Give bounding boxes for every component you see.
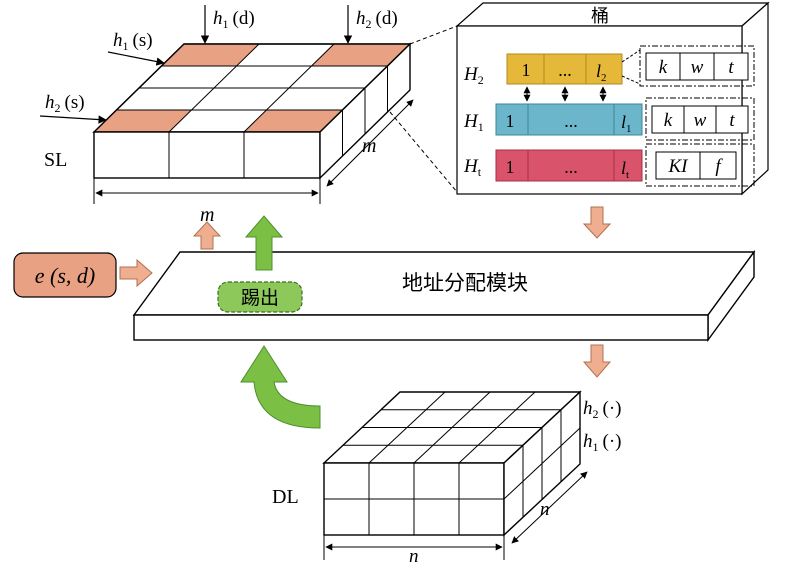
sl-grid-lines xyxy=(116,43,388,133)
sl-cell-h1d-h2s-back xyxy=(161,44,259,66)
bucket-row-h2: H2 1 ... l2 k w t xyxy=(463,45,755,87)
h1s-arrow xyxy=(107,51,165,66)
h2-first-slot: 1 xyxy=(522,60,531,80)
bucket-row-ht: Ht 1 ... lt KI f xyxy=(463,143,755,187)
h2-dots: ... xyxy=(558,60,572,80)
dl-depth-label: n xyxy=(540,499,550,520)
h1-fields-group xyxy=(645,97,755,141)
h1-dots: ... xyxy=(564,111,578,131)
module-to-dl-arrow xyxy=(582,344,612,378)
input-edge-label: e (s, d) xyxy=(35,263,95,288)
sl-cell-h2d-back xyxy=(311,44,410,66)
h1-last-slot: l1 xyxy=(621,112,632,135)
input-edge-node: e (s, d) xyxy=(13,252,117,298)
bucket-row-h1: H1 1 ... l1 k w t xyxy=(463,97,755,141)
h2-field-t: t xyxy=(728,57,734,78)
sl-highlighted-cells xyxy=(94,44,410,132)
bucket-title: 桶 xyxy=(591,6,609,27)
h2-fields-group xyxy=(639,45,755,87)
ht-fields-group xyxy=(645,143,755,187)
ht-fields xyxy=(655,151,737,180)
ht-field-f: f xyxy=(715,156,723,177)
h1-field-t: t xyxy=(729,110,735,131)
ht-field-ki: KI xyxy=(668,156,690,177)
h2-array xyxy=(506,53,623,85)
h1-first-slot: 1 xyxy=(506,111,515,131)
dl-h2-label: h2(·) xyxy=(583,398,621,421)
h1-fields xyxy=(651,105,749,134)
module-to-sl-arrow xyxy=(192,221,222,250)
sl-cell-h2s-front xyxy=(94,110,192,132)
kickout-label: 踢出 xyxy=(241,287,279,309)
bucket-to-module-arrow xyxy=(582,206,612,239)
sl-to-bucket-line-bottom xyxy=(389,111,458,193)
h1-array xyxy=(495,103,643,136)
sl-h1s-label: h1(s) xyxy=(113,30,153,53)
sl-h1d-label: h1(d) xyxy=(213,8,255,31)
h1-field-k: k xyxy=(664,110,673,131)
sl-matrix: h1(d) h2(d) h1(s) h2(s) SL m m xyxy=(39,5,414,226)
sl-to-bucket-line-top xyxy=(409,25,458,45)
sl-width-label: m xyxy=(200,204,214,226)
sl-depth-label: m xyxy=(362,135,376,157)
flow-arrows xyxy=(119,206,612,378)
ht-dots: ... xyxy=(564,157,578,177)
address-module-label: 地址分配模块 xyxy=(402,271,528,295)
bucket-box: 桶 H2 1 ... l2 k w t H1 xyxy=(455,1,770,196)
h1-row-label: H1 xyxy=(463,111,484,134)
sl-name: SL xyxy=(44,149,67,171)
h2-last-slot: l2 xyxy=(596,61,607,84)
dl-cube: h2(·) h1(·) DL n n xyxy=(272,390,621,564)
h2-row-label: H2 xyxy=(463,64,484,87)
sl-h2d-label: h2(d) xyxy=(356,8,398,31)
h1-field-w: w xyxy=(694,110,707,131)
ht-array xyxy=(495,149,643,182)
ht-last-slot: lt xyxy=(621,158,629,181)
dl-depth-dimension xyxy=(511,471,588,544)
dl-width-label: n xyxy=(409,546,419,564)
h2-field-w: w xyxy=(691,57,704,78)
input-to-module-arrow xyxy=(119,258,153,288)
ht-row-label: Ht xyxy=(463,156,482,179)
kickout-up-arrow xyxy=(244,215,284,271)
sl-depth-dimension xyxy=(326,99,414,187)
dl-name: DL xyxy=(272,486,299,508)
ht-first-slot: 1 xyxy=(506,157,515,177)
sl-h2s-label: h2(s) xyxy=(45,92,85,115)
kickout-node: 踢出 xyxy=(217,281,303,313)
sl-front-face xyxy=(93,131,321,179)
h2-fields xyxy=(645,52,749,81)
dl-kickout-curved-arrow xyxy=(240,345,321,429)
dl-h1-label: h1(·) xyxy=(583,431,621,454)
h2-field-k: k xyxy=(659,57,668,78)
sl-cell-h2d-front xyxy=(244,110,343,132)
h2s-arrow xyxy=(39,115,107,124)
